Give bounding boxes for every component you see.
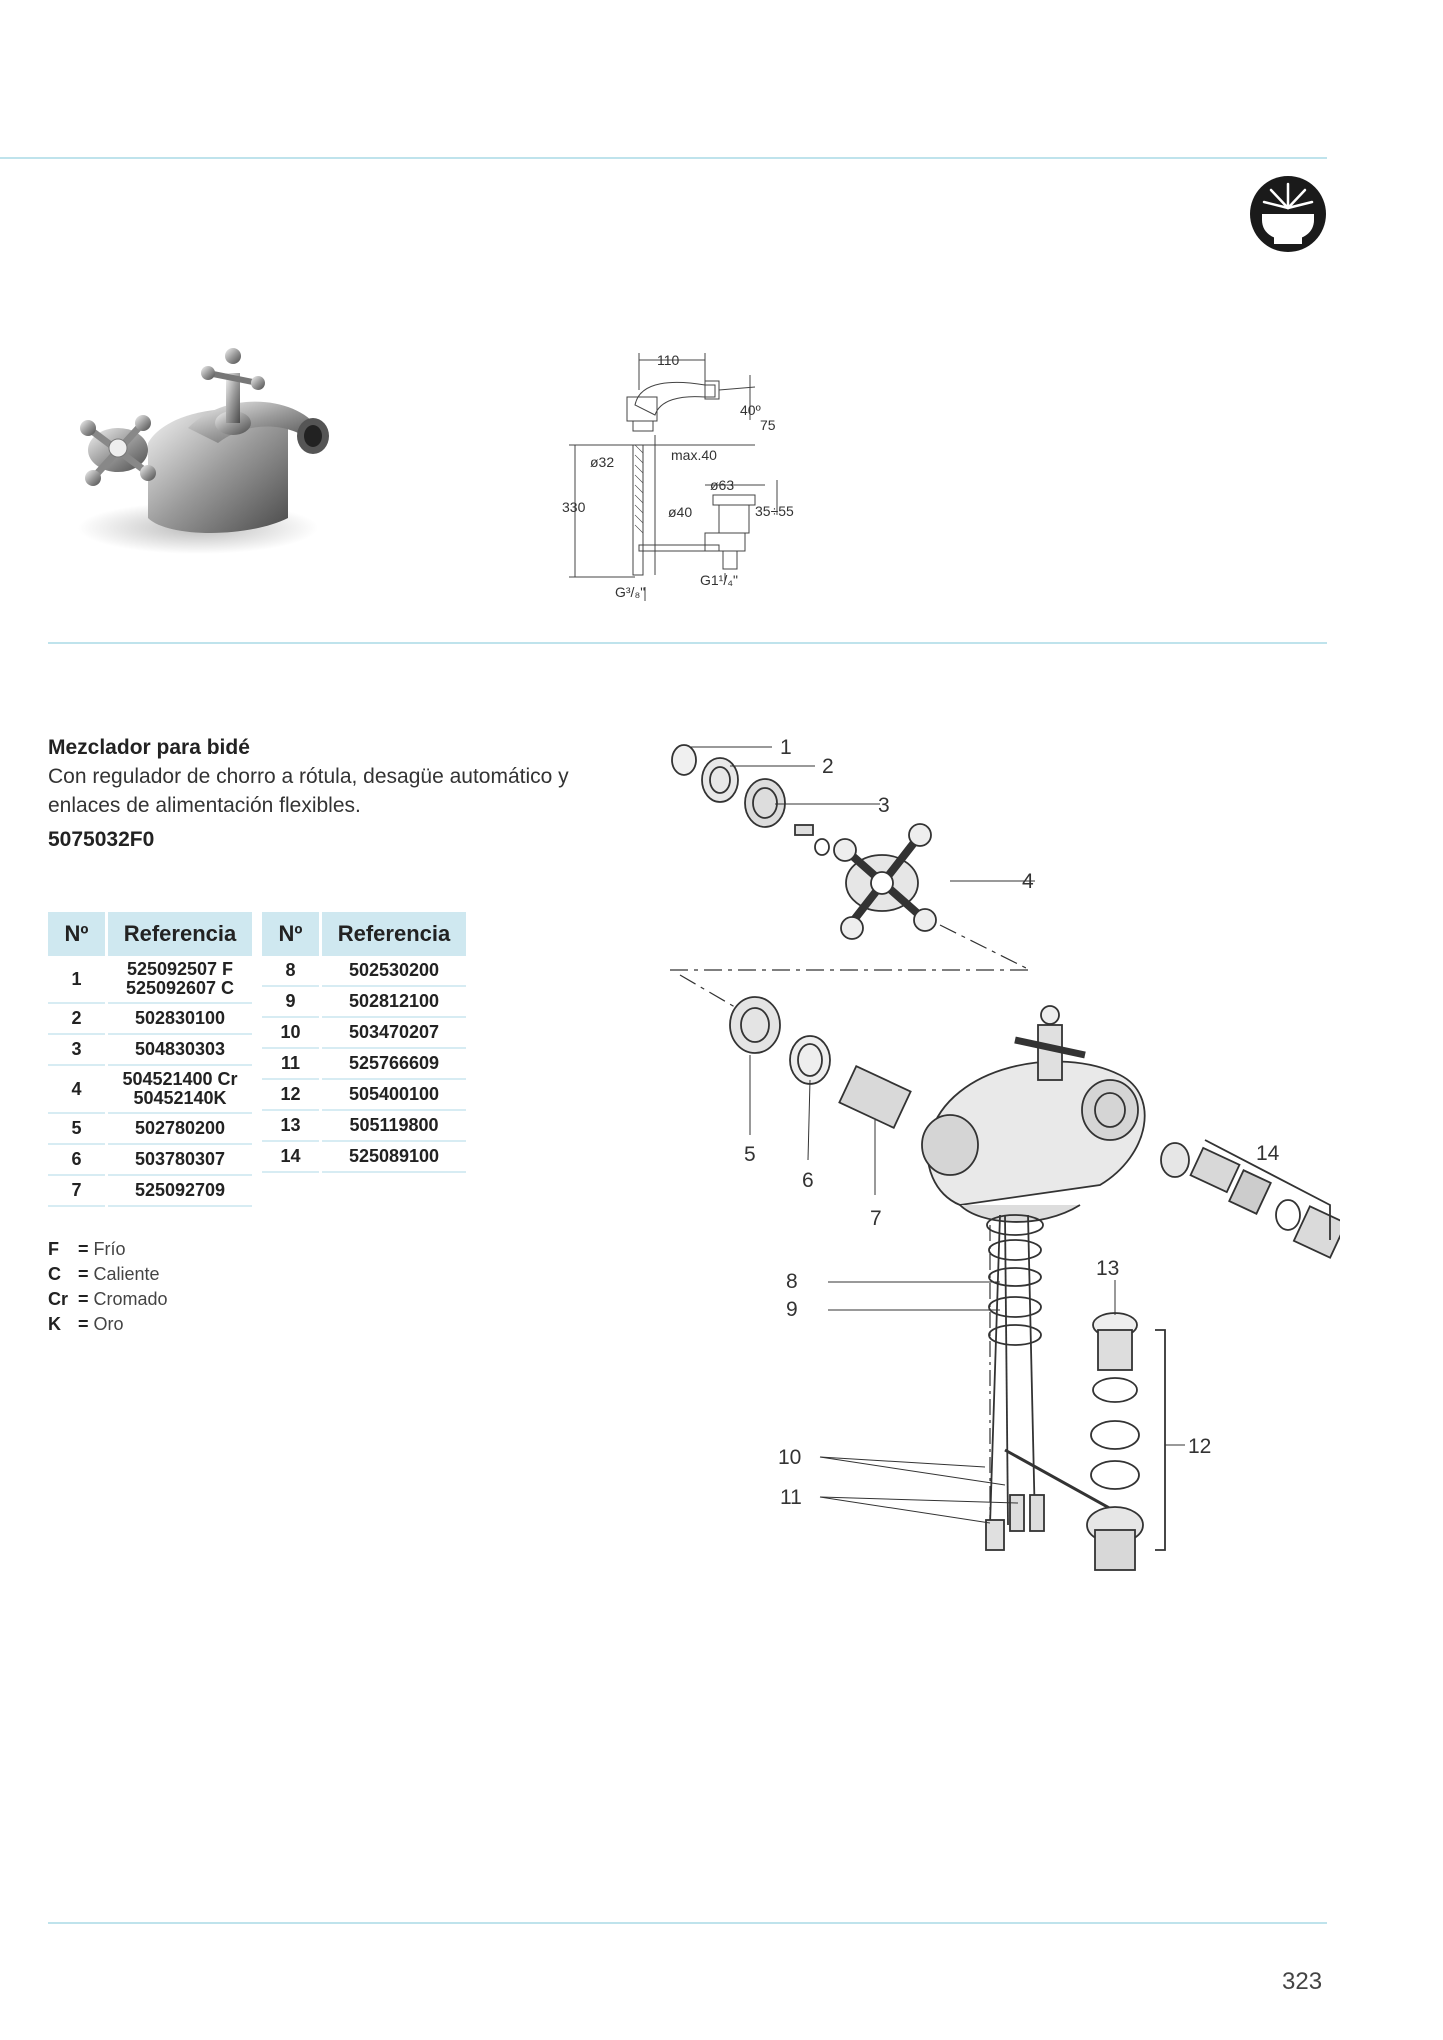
part-no: 2 <box>48 1004 105 1035</box>
table-row: 3 504830303 <box>48 1035 252 1066</box>
part-no: 3 <box>48 1035 105 1066</box>
label-13: 13 <box>1096 1257 1119 1280</box>
part-no: 11 <box>262 1049 319 1080</box>
part-no: 13 <box>262 1111 319 1142</box>
part-no: 7 <box>48 1176 105 1207</box>
page-number: 323 <box>1282 1968 1323 1995</box>
label-14: 14 <box>1256 1142 1280 1165</box>
product-description: Con regulador de chorro a rótula, desagü… <box>48 765 569 817</box>
legend: F= Frío C= Caliente Cr= Cromado K= Oro <box>48 1237 168 1337</box>
part-no: 5 <box>48 1114 105 1145</box>
part-ref: 502780200 <box>108 1114 252 1145</box>
part-no: 8 <box>262 956 319 987</box>
dim-angle: 40º <box>740 402 761 418</box>
middle-divider <box>48 642 1327 644</box>
legend-item: F= Frío <box>48 1239 126 1259</box>
label-1: 1 <box>780 736 792 759</box>
label-9: 9 <box>786 1298 798 1321</box>
product-photo <box>78 348 329 554</box>
dim-drain-diameter: ø63 <box>710 477 734 493</box>
header-no: Nº <box>48 912 105 956</box>
part-no: 1 <box>48 956 105 1004</box>
dim-supply-thread: G³/₈" <box>615 584 645 600</box>
label-6: 6 <box>802 1169 814 1192</box>
label-4: 4 <box>1022 870 1034 893</box>
table-row: 10 503470207 <box>262 1018 466 1049</box>
part-no: 6 <box>48 1145 105 1176</box>
dim-width: 110 <box>657 352 680 368</box>
header-ref: Referencia <box>108 912 252 956</box>
bottom-divider <box>48 1922 1327 1924</box>
legend-item: C= Caliente <box>48 1264 160 1284</box>
part-ref: 525766609 <box>322 1049 466 1080</box>
dimension-drawing: 110 40º 75 ø32 max.40 330 ø63 ø40 35÷55 … <box>562 352 794 601</box>
part-ref: 502812100 <box>322 987 466 1018</box>
table-row: 11 525766609 <box>262 1049 466 1080</box>
bidet-icon <box>1250 176 1326 252</box>
table-row: 13 505119800 <box>262 1111 466 1142</box>
dim-base-diameter: ø32 <box>590 454 614 470</box>
header-no: Nº <box>262 912 319 956</box>
part-no: 4 <box>48 1066 105 1114</box>
label-12: 12 <box>1188 1435 1211 1458</box>
dim-drain-range: 35÷55 <box>755 503 794 519</box>
table-row: 5 502780200 <box>48 1114 252 1145</box>
part-no: 14 <box>262 1142 319 1173</box>
dim-drain-inner: ø40 <box>668 504 692 520</box>
part-ref: 505119800 <box>322 1111 466 1142</box>
parts-table-right: Nº Referencia 8 502530200 9 502812100 10… <box>259 912 469 1173</box>
product-info: Mezclador para bidé Con regulador de cho… <box>48 736 588 852</box>
table-row: 8 502530200 <box>262 956 466 987</box>
label-8: 8 <box>786 1270 798 1293</box>
part-no: 10 <box>262 1018 319 1049</box>
table-row: 6 503780307 <box>48 1145 252 1176</box>
product-code: 5075032F0 <box>48 828 155 851</box>
label-5: 5 <box>744 1143 756 1166</box>
part-ref: 504830303 <box>108 1035 252 1066</box>
label-10: 10 <box>778 1446 801 1469</box>
product-title: Mezclador para bidé <box>48 736 250 759</box>
top-divider <box>0 157 1327 159</box>
label-3: 3 <box>878 794 890 817</box>
part-ref: 505400100 <box>322 1080 466 1111</box>
table-row: 2 502830100 <box>48 1004 252 1035</box>
table-row: 7 525092709 <box>48 1176 252 1207</box>
dim-spout-height: 75 <box>760 417 776 433</box>
table-row: 14 525089100 <box>262 1142 466 1173</box>
part-ref: 502830100 <box>108 1004 252 1035</box>
table-row: 9 502812100 <box>262 987 466 1018</box>
table-row: 12 505400100 <box>262 1080 466 1111</box>
legend-item: K= Oro <box>48 1314 124 1334</box>
dim-total-height: 330 <box>562 499 586 515</box>
label-11: 11 <box>780 1486 802 1509</box>
part-ref: 525089100 <box>322 1142 466 1173</box>
header-ref: Referencia <box>322 912 466 956</box>
part-ref: 503470207 <box>322 1018 466 1049</box>
part-no: 9 <box>262 987 319 1018</box>
label-2: 2 <box>822 755 834 778</box>
part-ref: 502530200 <box>322 956 466 987</box>
exploded-diagram: 1 2 3 4 5 6 7 8 9 10 11 12 13 14 <box>670 736 1340 1571</box>
part-no: 12 <box>262 1080 319 1111</box>
label-7: 7 <box>870 1207 882 1230</box>
legend-item: Cr= Cromado <box>48 1289 168 1309</box>
dim-drain-thread: G1¹/₄" <box>700 572 738 588</box>
dim-max-thickness: max.40 <box>671 447 717 463</box>
part-ref: 525092709 <box>108 1176 252 1207</box>
part-ref: 503780307 <box>108 1145 252 1176</box>
